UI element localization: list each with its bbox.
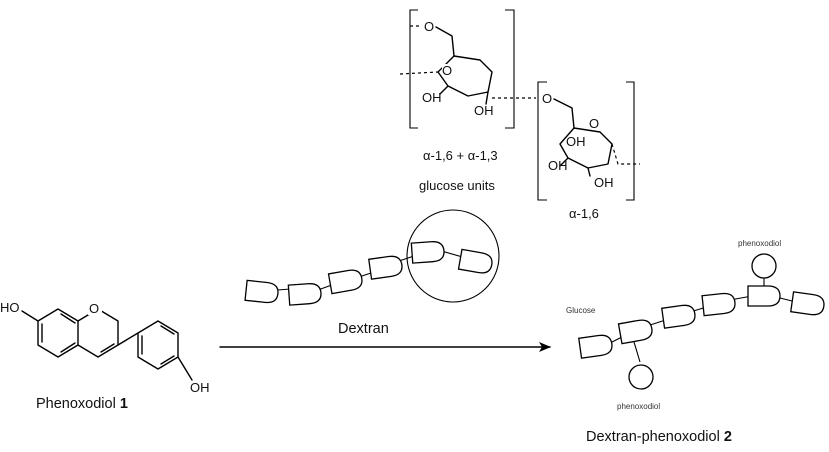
glucose-label: Glucose <box>566 306 596 315</box>
glucose-unit-structure-right: O O OH OH OH <box>537 81 640 201</box>
bracket-right-open <box>537 81 547 201</box>
bond <box>21 310 39 322</box>
product-glucose-unit <box>790 291 826 317</box>
pyranose-ring <box>559 127 613 169</box>
product-glucose-unit <box>701 291 737 317</box>
bracket-right-close <box>626 81 635 201</box>
dextran-glucose-unit <box>244 279 280 305</box>
bond <box>587 167 591 177</box>
bond <box>485 91 489 105</box>
dextran-glucose-unit <box>457 248 495 276</box>
phenoxodiol-structure: O HO OH <box>0 300 210 395</box>
hydroxyl: OH <box>474 103 494 118</box>
product-glucose-unit <box>747 285 781 307</box>
atom-o: O <box>542 91 552 106</box>
dextran-glucose-unit <box>368 254 404 280</box>
phenoxodiol-pendant-label: phenoxodiol <box>617 402 660 411</box>
linkage-label-top: α-1,6 + α-1,3 <box>423 148 498 163</box>
bond <box>553 98 575 129</box>
hydroxyl: OH <box>422 90 442 105</box>
bond <box>435 26 455 57</box>
aromatic-double-bonds <box>41 313 76 353</box>
aromatic-double-bonds <box>141 325 175 365</box>
magnify-circle <box>406 209 500 303</box>
product-glucose-unit <box>578 333 614 359</box>
bracket-left-open <box>409 9 418 129</box>
ring-oxygen: O <box>89 301 99 316</box>
pyranose-ring <box>437 55 493 97</box>
dextran-glucose-unit <box>410 240 446 264</box>
phenoxodiol-pendant <box>628 364 654 390</box>
product-glucose-unit <box>617 317 655 345</box>
phenoxodiol-label: Phenoxodiol 1 <box>36 396 128 412</box>
hydroxyl: OH <box>594 175 614 190</box>
product-label: Dextran-phenoxodiol 2 <box>586 429 732 445</box>
dextran-label: Dextran <box>338 321 389 337</box>
hydroxyl: OH <box>548 158 568 173</box>
linkage-label-right: α-1,6 <box>569 206 599 221</box>
phenoxodiol-pendant <box>751 253 777 279</box>
product-chain <box>578 253 826 390</box>
bond <box>439 85 449 95</box>
pendant-link <box>633 341 641 363</box>
dextran-chain <box>244 209 500 306</box>
glucose-unit-structure-top: O O OH OH <box>399 9 536 129</box>
product-glucose-unit <box>661 303 697 329</box>
dashed-bond-ring <box>399 71 439 75</box>
benzene-ring-b <box>137 320 179 370</box>
hydroxyl-ho: HO <box>0 300 20 315</box>
atom-o: O <box>424 19 434 34</box>
dextran-glucose-unit <box>327 267 365 295</box>
units-label: glucose units <box>419 178 495 193</box>
bond <box>117 332 139 346</box>
bracket-left-close <box>505 9 515 129</box>
hydroxyl: OH <box>566 134 586 149</box>
ring-oxygen: O <box>589 116 599 131</box>
chain-linkers <box>607 295 797 345</box>
double-bond <box>100 343 115 353</box>
bond <box>559 157 569 167</box>
dextran-glucose-unit <box>287 282 323 306</box>
ring-oxygen: O <box>442 63 452 78</box>
phenoxodiol-pendant-label: phenoxodiol <box>738 239 781 248</box>
pyran-ring <box>77 308 119 358</box>
dashed-bond-end <box>611 143 640 165</box>
bond <box>177 356 193 381</box>
benzene-ring-a <box>37 308 79 358</box>
hydroxyl: OH <box>190 380 210 395</box>
